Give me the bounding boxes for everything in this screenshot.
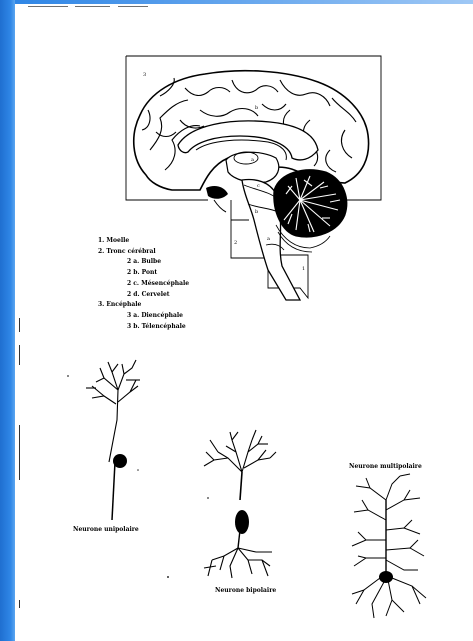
neuron-bipolaire-drawing bbox=[204, 430, 276, 578]
legend-item: 1. Moelle bbox=[98, 236, 189, 247]
tag-2c: c bbox=[257, 183, 260, 189]
optic-stalk bbox=[214, 200, 226, 212]
caption-neurone-unipolaire: Neurone unipolaire bbox=[73, 526, 139, 533]
neuron-bipolaire-soma bbox=[235, 510, 249, 534]
tag-2b: b bbox=[255, 209, 258, 215]
legend-item: 3 b. Télencéphale bbox=[98, 322, 189, 333]
legend-item: 2 a. Bulbe bbox=[98, 257, 189, 268]
legend-item: 2. Tronc cérébral bbox=[98, 247, 189, 258]
legend-item: 2 b. Pont bbox=[98, 268, 189, 279]
brain-legend: 1. Moelle 2. Tronc cérébral 2 a. Bulbe 2… bbox=[98, 236, 189, 332]
legend-item: 3. Encéphale bbox=[98, 300, 189, 311]
neuron-unipolaire-soma bbox=[113, 454, 127, 468]
pituitary bbox=[206, 186, 228, 199]
legend-item: 2 c. Mésencéphale bbox=[98, 279, 189, 290]
tag-2a: a bbox=[267, 236, 270, 242]
legend-item: 3 a. Diencéphale bbox=[98, 311, 189, 322]
caption-neurone-bipolaire: Neurone bipolaire bbox=[215, 587, 276, 594]
tag-3a: a bbox=[251, 157, 254, 163]
page-specks bbox=[67, 375, 209, 578]
legend-item: 2 d. Cervelet bbox=[98, 290, 189, 301]
cerebellum bbox=[274, 170, 347, 252]
caption-neurone-multipolaire: Neurone multipolaire bbox=[349, 463, 422, 470]
neuron-multipolaire-soma bbox=[379, 571, 393, 583]
tag-2: 2 bbox=[234, 240, 237, 246]
tag-1: 1 bbox=[302, 266, 305, 272]
tag-3b: b bbox=[255, 105, 258, 111]
neuron-multipolaire-drawing bbox=[352, 474, 426, 618]
neuron-unipolaire-drawing bbox=[86, 360, 140, 520]
tag-3: 3 bbox=[143, 72, 146, 78]
